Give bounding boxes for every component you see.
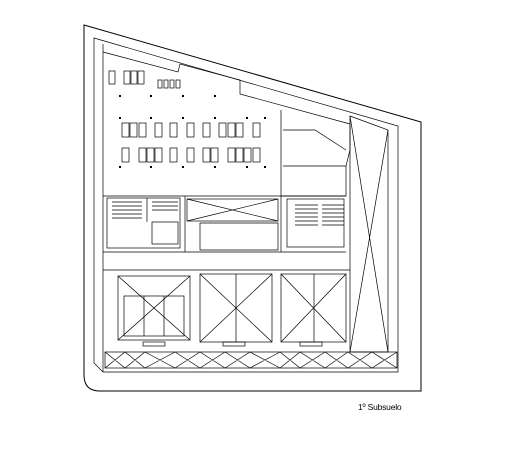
parking-row-top <box>108 70 181 89</box>
perimeter-strip <box>104 341 398 369</box>
services-core-inner <box>283 129 347 167</box>
parking-cars-lower <box>121 147 261 163</box>
parking-cars-upper <box>121 122 261 138</box>
storage-units-right <box>286 198 345 248</box>
ramp-wall-top <box>102 51 351 125</box>
building-outline <box>93 37 399 373</box>
shaft-center <box>186 198 279 251</box>
floor-caption: 1º Subsuelo <box>358 402 402 412</box>
ramp-right <box>349 115 389 353</box>
tank-right <box>280 273 347 343</box>
column-grid <box>119 95 266 168</box>
site-boundary <box>83 24 422 392</box>
tank-middle <box>199 273 273 343</box>
tank-left <box>117 275 191 341</box>
services-core-outline <box>280 110 351 197</box>
storage-units-left <box>106 197 181 249</box>
